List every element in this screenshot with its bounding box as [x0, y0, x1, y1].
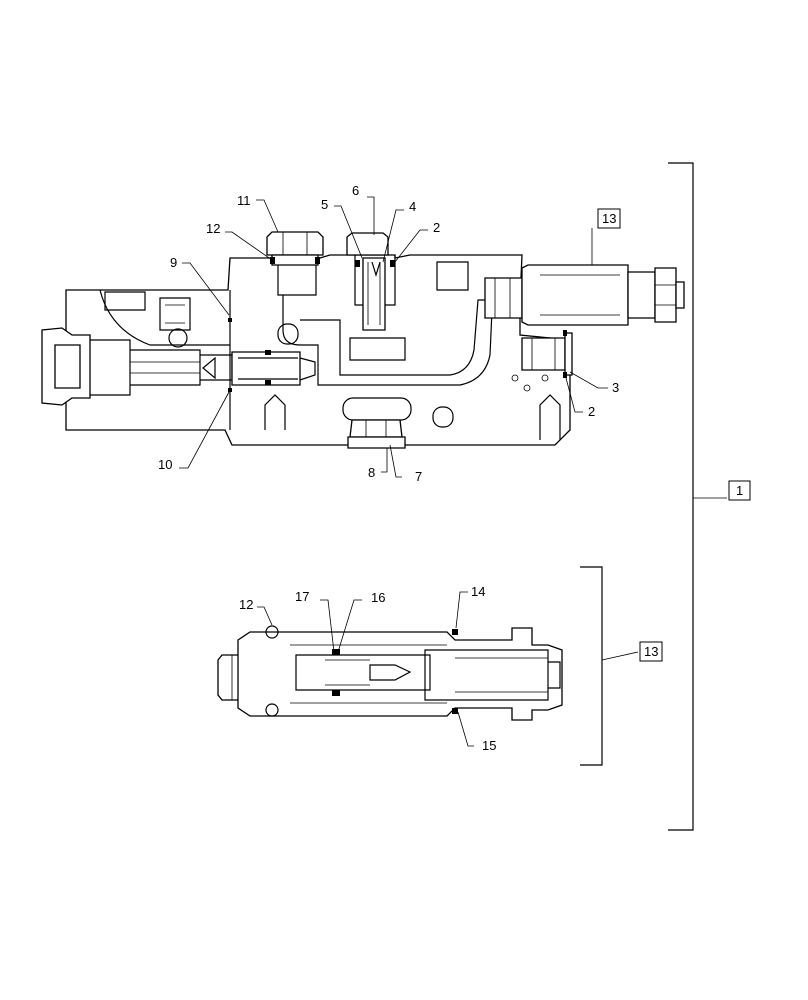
callout-10: 10	[158, 457, 172, 472]
callout-9: 9	[170, 255, 177, 270]
right-solenoid-cartridge	[484, 264, 685, 326]
top-plug-11	[266, 231, 324, 296]
top-cartridge-456	[346, 232, 406, 361]
left-end-cap	[41, 327, 233, 406]
callout-14: 14	[471, 584, 485, 599]
valve-body-assembly	[65, 254, 571, 449]
callout-16: 16	[371, 590, 385, 605]
callout-13-upper: 13	[602, 211, 616, 226]
center-cartridge	[228, 318, 316, 392]
callout-2-lower: 2	[588, 404, 595, 419]
callout-5: 5	[321, 197, 328, 212]
callout-17: 17	[295, 589, 309, 604]
callout-11: 11	[237, 193, 251, 208]
assembly-bracket-1	[668, 162, 694, 831]
callout-8: 8	[368, 465, 375, 480]
assembly-bracket-13	[580, 566, 603, 766]
callout-3: 3	[612, 380, 619, 395]
callout-12-upper: 12	[206, 221, 220, 236]
leader-lines	[179, 196, 608, 747]
callout-labels: 11 12 9 10 6 5 4 2 3 2 8 7 12 17 16 14 1…	[158, 183, 751, 753]
callout-1: 1	[736, 483, 743, 498]
callout-6: 6	[352, 183, 359, 198]
callout-12-lower: 12	[239, 597, 253, 612]
right-plug-23	[521, 330, 573, 378]
callout-13-lower: 13	[644, 644, 658, 659]
callout-15: 15	[482, 738, 496, 753]
callout-7: 7	[415, 469, 422, 484]
cartridge-13-detail	[217, 625, 563, 721]
callout-2-upper: 2	[433, 220, 440, 235]
callout-4: 4	[409, 199, 416, 214]
